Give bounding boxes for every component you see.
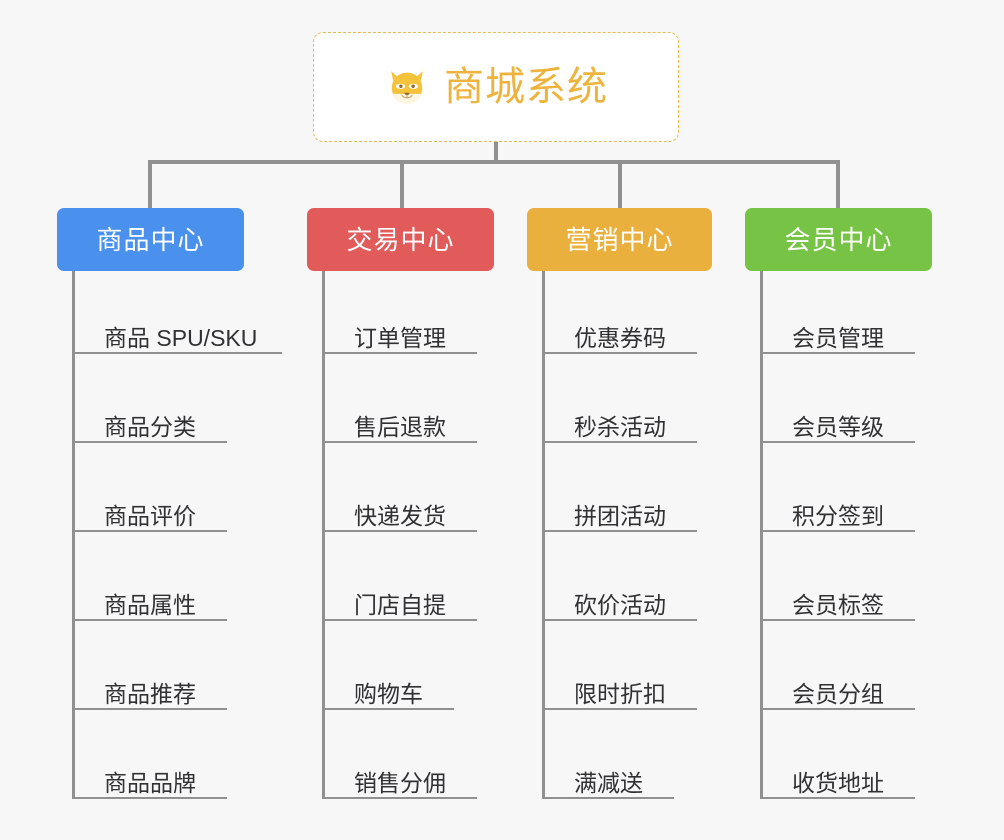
branch-card-product-center[interactable]: 商品中心 xyxy=(57,208,244,271)
leaf-item-label: 商品 SPU/SKU xyxy=(104,325,258,351)
dog-face-icon xyxy=(391,71,423,105)
branch-card-label: 营销中心 xyxy=(565,224,674,255)
leaf-item-product-0[interactable]: 商品 SPU/SKU xyxy=(72,310,282,354)
leaf-item-label: 销售分佣 xyxy=(354,770,446,796)
leaf-item-marketing-0[interactable]: 优惠券码 xyxy=(542,310,697,354)
leaf-item-label: 商品分类 xyxy=(104,414,196,440)
leaf-item-trade-2[interactable]: 快递发货 xyxy=(322,488,477,532)
leaf-item-label: 限时折扣 xyxy=(574,681,666,707)
connector-drop-trade xyxy=(400,160,404,208)
leaf-item-label: 会员等级 xyxy=(792,414,884,440)
connector-drop-marketing xyxy=(618,160,622,208)
root-title: 商城系统 xyxy=(444,65,608,109)
connector-drop-product xyxy=(148,160,152,208)
leaf-item-label: 商品评价 xyxy=(104,503,196,529)
branch-card-label: 交易中心 xyxy=(346,224,455,255)
leaf-item-label: 售后退款 xyxy=(354,414,446,440)
leaf-item-marketing-4[interactable]: 限时折扣 xyxy=(542,666,697,710)
branch-card-trade-center[interactable]: 交易中心 xyxy=(307,208,494,271)
leaf-item-member-3[interactable]: 会员标签 xyxy=(760,577,915,621)
leaf-item-label: 满减送 xyxy=(574,770,643,796)
leaf-item-label: 收货地址 xyxy=(792,770,884,796)
root-node[interactable]: 商城系统 xyxy=(313,32,679,142)
leaf-item-product-3[interactable]: 商品属性 xyxy=(72,577,227,621)
leaf-item-trade-3[interactable]: 门店自提 xyxy=(322,577,477,621)
branch-card-marketing-center[interactable]: 营销中心 xyxy=(527,208,712,271)
leaf-item-member-2[interactable]: 积分签到 xyxy=(760,488,915,532)
leaf-item-label: 拼团活动 xyxy=(574,503,666,529)
connector-root-stem xyxy=(494,142,498,163)
branch-spine-trade xyxy=(322,271,325,797)
leaf-item-marketing-2[interactable]: 拼团活动 xyxy=(542,488,697,532)
leaf-item-marketing-3[interactable]: 砍价活动 xyxy=(542,577,697,621)
branch-card-label: 会员中心 xyxy=(784,224,893,255)
leaf-item-label: 快递发货 xyxy=(354,503,446,529)
branch-spine-marketing xyxy=(542,271,545,797)
leaf-item-member-4[interactable]: 会员分组 xyxy=(760,666,915,710)
leaf-item-product-2[interactable]: 商品评价 xyxy=(72,488,227,532)
leaf-item-product-5[interactable]: 商品品牌 xyxy=(72,755,227,799)
branch-card-label: 商品中心 xyxy=(96,224,205,255)
leaf-item-label: 会员管理 xyxy=(792,325,884,351)
leaf-item-trade-5[interactable]: 销售分佣 xyxy=(322,755,477,799)
leaf-item-label: 会员标签 xyxy=(792,592,884,618)
leaf-item-member-0[interactable]: 会员管理 xyxy=(760,310,915,354)
leaf-item-member-5[interactable]: 收货地址 xyxy=(760,755,915,799)
leaf-item-label: 砍价活动 xyxy=(574,592,666,618)
leaf-item-label: 购物车 xyxy=(354,681,423,707)
leaf-item-trade-1[interactable]: 售后退款 xyxy=(322,399,477,443)
leaf-item-label: 会员分组 xyxy=(792,681,884,707)
leaf-item-label: 订单管理 xyxy=(354,325,446,351)
connector-drop-member xyxy=(836,160,840,208)
leaf-item-label: 门店自提 xyxy=(354,592,446,618)
leaf-item-trade-4[interactable]: 购物车 xyxy=(322,666,454,710)
leaf-item-product-1[interactable]: 商品分类 xyxy=(72,399,227,443)
leaf-item-label: 优惠券码 xyxy=(574,325,666,351)
connector-horizontal-bus xyxy=(150,160,840,164)
leaf-item-marketing-1[interactable]: 秒杀活动 xyxy=(542,399,697,443)
leaf-item-marketing-5[interactable]: 满减送 xyxy=(542,755,674,799)
leaf-item-trade-0[interactable]: 订单管理 xyxy=(322,310,477,354)
leaf-item-label: 商品品牌 xyxy=(104,770,196,796)
branch-spine-product xyxy=(72,271,75,797)
leaf-item-label: 积分签到 xyxy=(792,503,884,529)
leaf-item-member-1[interactable]: 会员等级 xyxy=(760,399,915,443)
branch-spine-member xyxy=(760,271,763,797)
leaf-item-product-4[interactable]: 商品推荐 xyxy=(72,666,227,710)
leaf-item-label: 商品推荐 xyxy=(104,681,196,707)
leaf-item-label: 秒杀活动 xyxy=(574,414,666,440)
leaf-item-label: 商品属性 xyxy=(104,592,196,618)
branch-card-member-center[interactable]: 会员中心 xyxy=(745,208,932,271)
